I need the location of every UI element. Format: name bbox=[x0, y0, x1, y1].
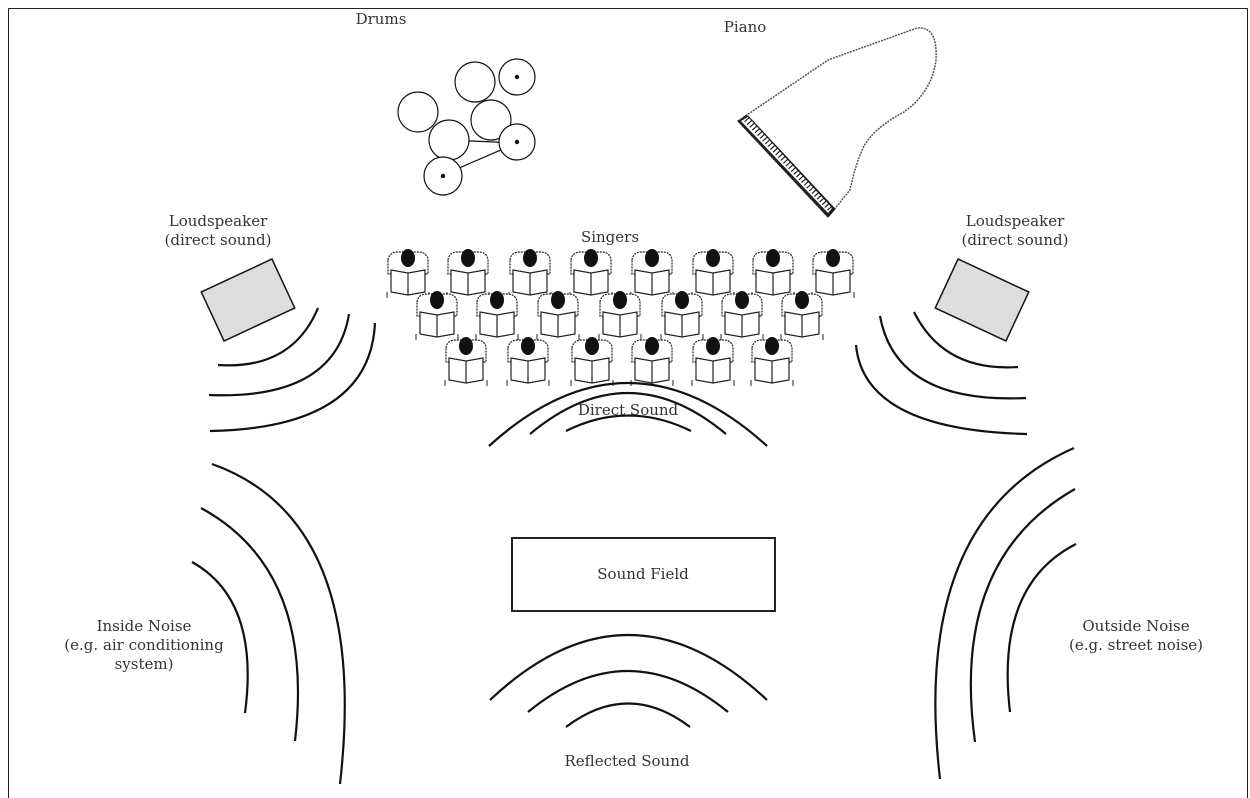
direct-sound-label: Direct Sound bbox=[577, 401, 679, 419]
singer bbox=[630, 337, 674, 386]
reflected-sound-waves bbox=[489, 634, 768, 728]
singers-label: Singers bbox=[580, 228, 640, 246]
loudspeaker-left-subtitle: (direct sound) bbox=[164, 231, 272, 249]
drum bbox=[397, 91, 439, 133]
inside-noise-title: Inside Noise bbox=[96, 617, 192, 635]
sound-field-label: Sound Field bbox=[597, 565, 689, 583]
singer bbox=[506, 337, 550, 386]
drum bbox=[454, 61, 496, 103]
singer bbox=[386, 249, 430, 298]
outside-noise-waves bbox=[934, 446, 1077, 780]
loudspeaker-left-title: Loudspeaker bbox=[168, 212, 268, 230]
loudspeaker-left-label: Loudspeaker (direct sound) bbox=[165, 212, 272, 250]
singer bbox=[569, 249, 613, 298]
direct-sound-waves bbox=[488, 382, 768, 447]
outside-noise-label: Outside Noise (e.g. street noise) bbox=[1069, 617, 1203, 655]
loudspeaker-right-title: Loudspeaker bbox=[965, 212, 1065, 230]
loudspeaker-left-waves bbox=[208, 307, 377, 433]
singer bbox=[630, 249, 674, 298]
singer bbox=[751, 249, 795, 298]
diagram-frame bbox=[8, 8, 1248, 798]
singer bbox=[415, 291, 459, 340]
outside-noise-title: Outside Noise bbox=[1082, 617, 1190, 635]
singer bbox=[598, 291, 642, 340]
singer bbox=[508, 249, 552, 298]
outside-noise-example: (e.g. street noise) bbox=[1069, 636, 1203, 654]
singer bbox=[444, 337, 488, 386]
loudspeaker-right-waves bbox=[854, 311, 1028, 436]
loudspeaker-right-subtitle: (direct sound) bbox=[961, 231, 1069, 249]
singer bbox=[475, 291, 519, 340]
drums-label: Drums bbox=[355, 10, 407, 28]
singers-group bbox=[386, 249, 855, 386]
drum-kit bbox=[397, 58, 536, 196]
singer bbox=[811, 249, 855, 298]
singer bbox=[780, 291, 824, 340]
singer bbox=[691, 249, 735, 298]
singer bbox=[750, 337, 794, 386]
drum bbox=[470, 99, 512, 141]
loudspeaker-right bbox=[934, 258, 1030, 342]
singer bbox=[446, 249, 490, 298]
piano bbox=[736, 27, 937, 219]
inside-noise-example-1: (e.g. air conditioning bbox=[64, 636, 224, 654]
drum bbox=[428, 119, 470, 161]
piano-label: Piano bbox=[723, 18, 767, 36]
singer bbox=[660, 291, 704, 340]
singer bbox=[720, 291, 764, 340]
singer bbox=[536, 291, 580, 340]
reflected-sound-label: Reflected Sound bbox=[564, 752, 690, 770]
inside-noise-waves bbox=[191, 462, 346, 785]
inside-noise-example-2: system) bbox=[114, 655, 174, 673]
inside-noise-label: Inside Noise (e.g. air conditioning syst… bbox=[64, 617, 223, 674]
sound-field-box bbox=[511, 537, 776, 612]
loudspeaker-right-label: Loudspeaker (direct sound) bbox=[962, 212, 1069, 250]
singer bbox=[691, 337, 735, 386]
loudspeaker-left bbox=[200, 258, 296, 342]
singer bbox=[570, 337, 614, 386]
